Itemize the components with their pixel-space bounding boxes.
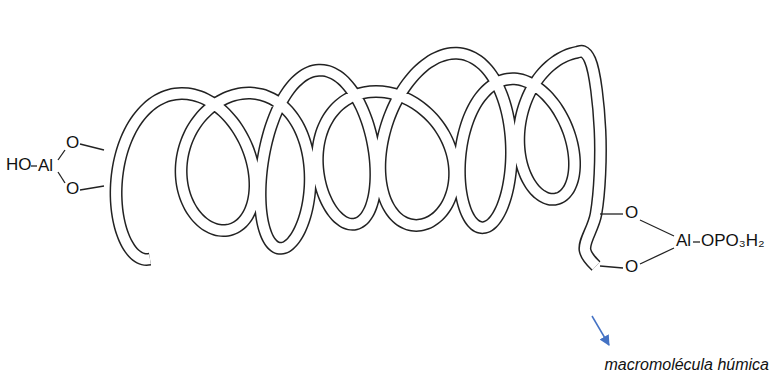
bond-line <box>80 144 104 150</box>
label-slot: HO <box>6 156 32 175</box>
label-slot: Al <box>676 232 691 251</box>
label-slot: O <box>66 180 79 199</box>
label-slot: O <box>66 134 79 153</box>
label-slot: macromolécula húmica <box>604 356 769 374</box>
bond-line <box>80 186 104 190</box>
label-slot: O <box>625 258 638 277</box>
ribbon-face <box>116 51 600 266</box>
bond-line <box>600 213 623 214</box>
atom-label: O <box>66 134 79 153</box>
atom-label: O <box>66 180 79 199</box>
bond-line <box>58 172 65 183</box>
ribbon-coil <box>116 51 600 266</box>
atom-label: HO <box>6 156 32 175</box>
bond-line <box>693 241 700 242</box>
label-slot: O <box>625 204 638 223</box>
bond-line <box>640 248 674 264</box>
bond-line <box>600 266 623 268</box>
atom-label: Al <box>676 232 691 251</box>
atom-label: Al <box>38 157 53 176</box>
label-slot: Al <box>38 157 53 176</box>
bonds <box>31 144 700 268</box>
bond-line <box>31 165 37 166</box>
atom-label: O <box>625 258 638 277</box>
pointer-arrow <box>592 316 609 345</box>
label-slot: OPO₃H₂ <box>701 232 765 251</box>
atom-label: O <box>625 204 638 223</box>
atom-label: OPO₃H₂ <box>701 232 765 251</box>
ribbon-outline <box>116 51 600 266</box>
bond-line <box>640 220 674 236</box>
caption-label: macromolécula húmica <box>604 356 769 374</box>
bond-line <box>58 150 65 160</box>
